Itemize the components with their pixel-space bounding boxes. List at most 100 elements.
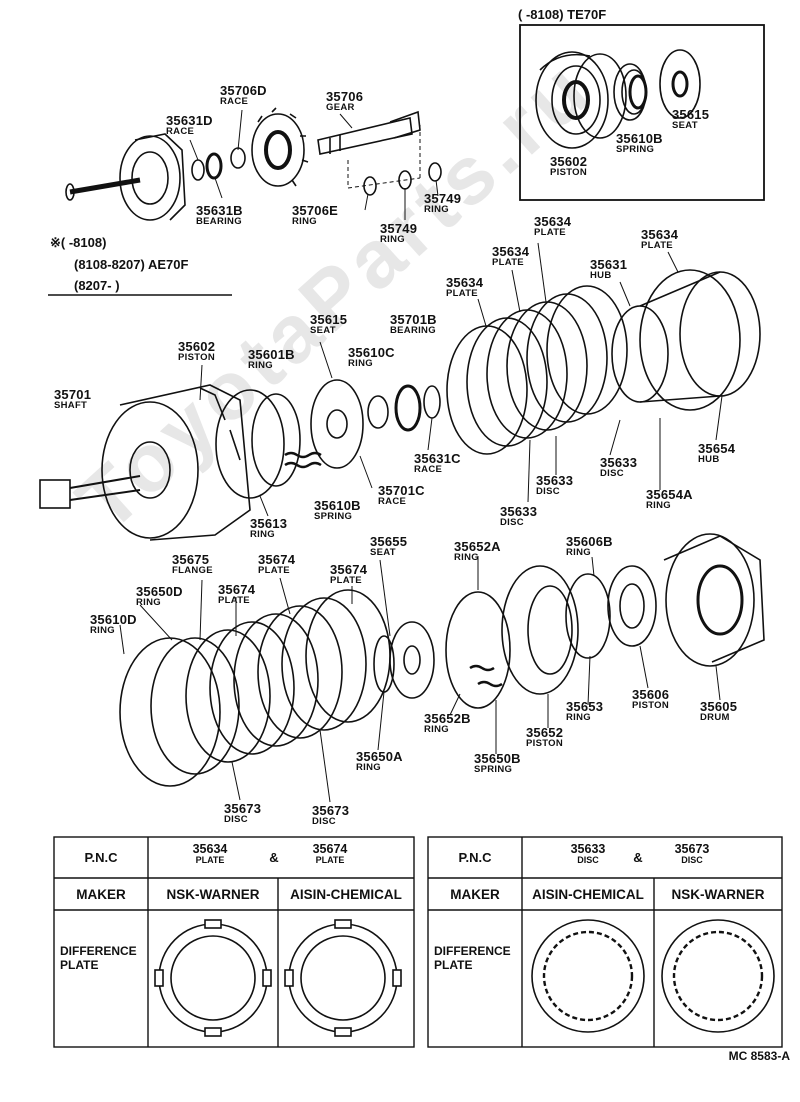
part-number: 35655 [370,534,408,549]
part-name: SEAT [310,325,336,336]
table-left-pnc-label: P.N.C [84,850,118,865]
top-race-icon [191,159,205,181]
part-name: SHAFT [54,400,88,411]
part-number: 35634 [641,227,679,242]
part-name: DISC [600,468,624,479]
part-number: 35652A [454,539,501,554]
leader-lines [119,109,723,803]
part-name: SPRING [616,144,655,155]
middle-shaft-icon [39,475,141,509]
middle-ring-a-icon [251,393,301,487]
table-left-maker-label: MAKER [76,887,126,902]
part-name: DISC [500,517,524,528]
part-name: RING [566,547,591,558]
part-number: 35631B [196,203,243,218]
part-number: 35653 [566,699,604,714]
part-name: SPRING [474,764,513,775]
part-name: RACE [166,126,195,137]
part-name: RING [454,552,479,563]
part-number: 35650D [136,584,183,599]
part-name: SEAT [672,120,698,131]
part-number: 35706D [220,83,267,98]
middle-ring-b-icon [367,395,389,429]
part-name: DRUM [700,712,730,723]
part-name: RING [90,625,115,636]
part-number: 35601B [248,347,295,362]
part-name: SPRING [314,511,353,522]
table-left-part2: 35674 PLATE [312,842,348,865]
lower-ring-c-icon [373,635,395,693]
part-number: 35610B [314,498,361,513]
part-name: BEARING [390,325,436,336]
part-number: 35610B [616,131,663,146]
table-left-part1: 35634 PLATE [192,842,228,865]
legend-line-3: (8207- ) [74,278,120,293]
part-name: PISTON [526,738,563,749]
part-number: 35633 [500,504,538,519]
part-number: 35652 [526,725,564,740]
inset-spring-icon [613,63,648,121]
table-left-maker-2: AISIN-CHEMICAL [290,887,402,902]
middle-seat-icon [310,379,364,469]
table-right-frame [427,836,783,1048]
part-name: RING [356,762,381,773]
part-name: RING [292,216,317,227]
part-number: 35701C [378,483,425,498]
top-ring-icon-c [428,162,442,182]
part-number: 35634 [446,275,484,290]
table-right-diff-label: DIFFERENCE PLATE [434,944,511,972]
part-number: 35615 [310,312,348,327]
middle-piston-ring-icon [215,389,285,499]
part-number: 35652B [424,711,471,726]
table-right-maker-2: NSK-WARNER [671,887,765,902]
part-name: DISC [312,816,336,827]
part-number: 35606B [566,534,613,549]
part-number: 35602 [178,339,216,354]
part-number: 35615 [672,107,710,122]
part-name: PISTON [632,700,669,711]
plate-aisin-chemical-icon [284,919,402,1037]
part-name: DISC [536,486,560,497]
part-number: 35633 [600,455,638,470]
legend-line-1: ※( -8108) [50,235,107,250]
part-number: 35610D [90,612,137,627]
lower-drum-icon [663,533,765,667]
part-number: 35706 [326,89,364,104]
part-number: 35673 [224,801,262,816]
part-number: 35631 [590,257,628,272]
part-name: PISTON [550,167,587,178]
part-name: PLATE [492,257,524,268]
part-name: RING [566,712,591,723]
part-number: 35654 [698,441,736,456]
table-left-diff-label: DIFFERENCE PLATE [60,944,137,972]
part-number: 35674 [330,562,368,577]
part-name: PLATE [258,565,290,576]
part-number: 35650A [356,749,403,764]
part-name: GEAR [326,102,355,113]
part-name: BEARING [196,216,242,227]
